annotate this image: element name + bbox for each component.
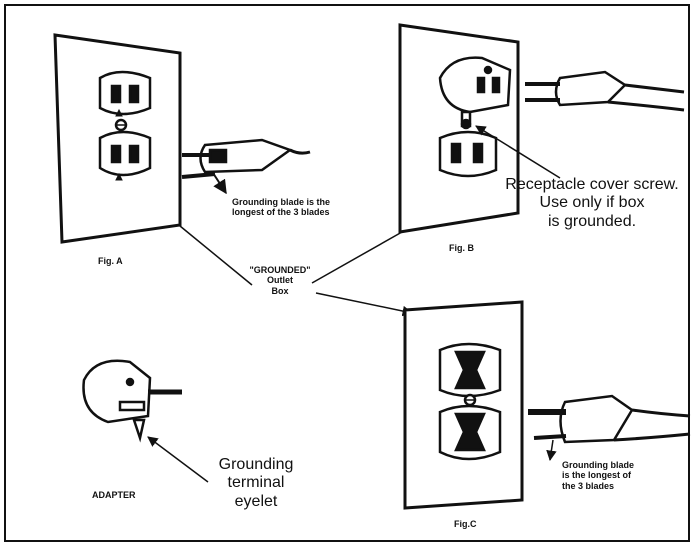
- fig-b-screw-pointer: [475, 125, 561, 179]
- adapter-illustration: [82, 359, 182, 443]
- fig-b-note-line2: Use only if box: [539, 194, 645, 212]
- fig-b-note-line3: is grounded.: [547, 212, 637, 230]
- grounded-box-leaders: [179, 225, 414, 317]
- fig-a-note-line1: Grounding blade is the: [232, 197, 331, 207]
- fig-b-label: Fig. B: [449, 243, 474, 253]
- adapter-eyelet-note: Grounding terminal eyelet: [196, 456, 316, 511]
- fig-b-note-line1: Receptacle cover screw.: [505, 176, 679, 193]
- fig-c-note-line3: the 3 blades: [562, 480, 615, 491]
- fig-a-plug: [181, 138, 311, 195]
- fig-c-note-line1: Grounding blade: [562, 460, 634, 470]
- outlet-box-line3: Box: [271, 285, 289, 296]
- fig-c-receptacle: [438, 342, 502, 461]
- fig-a-note: Grounding blade is the longest of the 3 …: [232, 197, 330, 218]
- adapter-eyelet-line3: eyelet: [234, 492, 278, 510]
- outlet-box-label: "GROUNDED" Outlet Box: [240, 265, 320, 296]
- fig-b-lower-outlet: [438, 130, 498, 178]
- fig-a-receptacle: [98, 70, 152, 181]
- adapter-eyelet-line1: Grounding: [218, 456, 294, 473]
- adapter-label: ADAPTER: [92, 490, 136, 500]
- fig-c-note: Grounding blade is the longest of the 3 …: [562, 460, 634, 491]
- fig-b-adapter-in-outlet: [438, 56, 512, 130]
- outlet-box-line2: Outlet: [267, 275, 293, 286]
- fig-a-note-line2: longest of the 3 blades: [232, 207, 330, 218]
- fig-b-note: Receptacle cover screw. Use only if box …: [492, 176, 692, 231]
- diagram-frame: [4, 4, 690, 542]
- fig-a-label: Fig. A: [98, 256, 123, 266]
- outlet-box-line1: "GROUNDED": [249, 265, 311, 275]
- adapter-eyelet-line2: terminal: [227, 474, 285, 492]
- fig-c-note-line2: is the longest of: [562, 470, 632, 481]
- adapter-eyelet-pointer: [147, 436, 209, 483]
- fig-b-plug: [525, 70, 685, 112]
- fig-c-plug: [528, 394, 691, 462]
- fig-c-label: Fig.C: [454, 519, 477, 529]
